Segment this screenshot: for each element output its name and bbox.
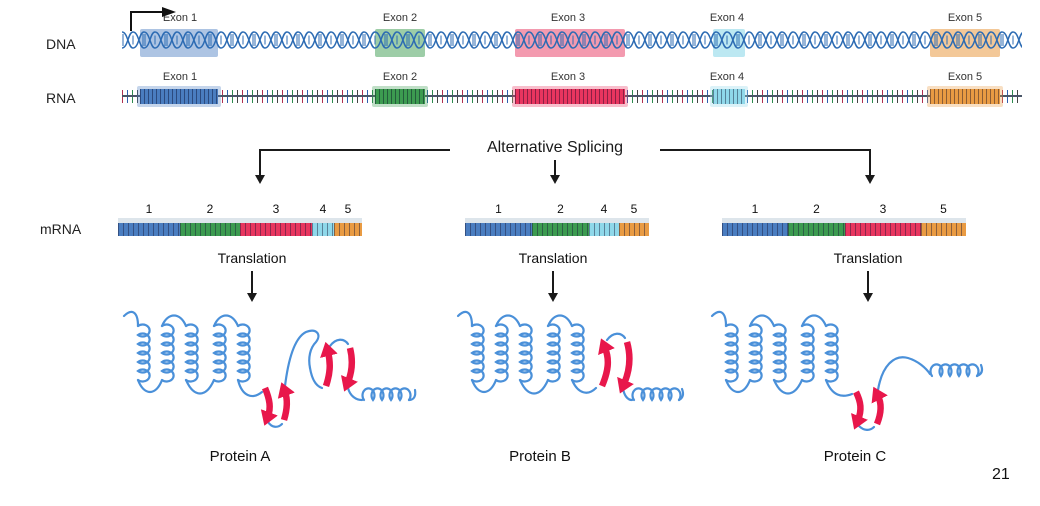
rna-exon-3-label: Exon 3 bbox=[550, 71, 586, 83]
mrna-a: 1 2 3 4 5 bbox=[118, 202, 362, 236]
rna-exon-4-block bbox=[713, 89, 745, 104]
transcription-start-arrow-icon bbox=[130, 7, 176, 31]
protein-a-structure bbox=[122, 310, 417, 428]
mrna-a-exon-1-number: 1 bbox=[145, 202, 153, 216]
protein-c-label: Protein C bbox=[823, 448, 887, 465]
translation-arrow-c-stem bbox=[867, 271, 869, 294]
translation-label-c: Translation bbox=[833, 250, 903, 266]
mrna-c-exon-3-number: 3 bbox=[879, 202, 887, 216]
protein-b-chain bbox=[456, 310, 685, 402]
mrna-c-exon-5: 5 bbox=[921, 202, 966, 236]
mrna-b-exon-5-number: 5 bbox=[630, 202, 638, 216]
dna-exon-1-label: Exon 1 bbox=[162, 12, 198, 24]
mrna-b-exon-5: 5 bbox=[619, 202, 649, 236]
translation-arrow-b-head-icon bbox=[548, 293, 558, 302]
mrna-a-exon-4: 4 bbox=[312, 202, 334, 236]
mrna-b-strip: 1 2 4 5 bbox=[465, 202, 649, 236]
rna-exon-1-label: Exon 1 bbox=[162, 71, 198, 83]
mrna-b-exon-1: 1 bbox=[465, 202, 532, 236]
mrna-a-exon-1: 1 bbox=[118, 202, 180, 236]
dna-helix bbox=[122, 29, 1022, 57]
rna-exon-3-block bbox=[515, 89, 625, 104]
mrna-c-exon-1: 1 bbox=[722, 202, 788, 236]
mrna-c-exon-2-number: 2 bbox=[813, 202, 820, 216]
protein-a-label: Protein A bbox=[209, 448, 271, 465]
protein-a-beta-arrows bbox=[260, 341, 358, 426]
protein-c-chain bbox=[710, 310, 984, 431]
dna-exon-4-label: Exon 4 bbox=[709, 12, 745, 24]
mrna-b-exon-4-number: 4 bbox=[600, 202, 608, 216]
mrna-a-exon-5-number: 5 bbox=[344, 202, 352, 216]
mrna-b-exon-1-number: 1 bbox=[495, 202, 502, 216]
splicing-bracket-line-right bbox=[654, 149, 871, 151]
rna-exon-4-label: Exon 4 bbox=[709, 71, 745, 83]
mrna-c-exon-3: 3 bbox=[845, 202, 921, 236]
rna-exon-1-block bbox=[140, 89, 218, 104]
splicing-arrow-right-head-icon bbox=[865, 175, 875, 184]
mrna-a-exon-3-number: 3 bbox=[272, 202, 280, 216]
translation-label-b: Translation bbox=[518, 250, 588, 266]
mrna-a-exon-3: 3 bbox=[240, 202, 312, 236]
mrna-c-exon-1-number: 1 bbox=[751, 202, 759, 216]
dna-exon-5-label: Exon 5 bbox=[947, 12, 983, 24]
rna-exon-5-label: Exon 5 bbox=[947, 71, 983, 83]
splicing-arrow-left-head-icon bbox=[255, 175, 265, 184]
protein-b-structure bbox=[456, 310, 685, 402]
splicing-arrow-right-stem bbox=[869, 149, 871, 176]
protein-c-structure bbox=[710, 310, 984, 431]
splicing-arrow-middle-stem bbox=[554, 160, 556, 176]
mrna-row-label: mRNA bbox=[40, 221, 82, 237]
rna-exon-5-block bbox=[930, 89, 1000, 104]
pre-mrna-strand bbox=[122, 86, 1022, 107]
splicing-arrow-left-stem bbox=[259, 149, 261, 176]
protein-c-beta-arrows bbox=[850, 386, 888, 430]
translation-arrow-c-head-icon bbox=[863, 293, 873, 302]
translation-arrow-a-head-icon bbox=[247, 293, 257, 302]
alternative-splicing-title: Alternative Splicing bbox=[450, 139, 660, 157]
rna-exon-2-block bbox=[375, 89, 425, 104]
mrna-b-exon-4: 4 bbox=[589, 202, 619, 236]
dna-exon-3-label: Exon 3 bbox=[550, 12, 586, 24]
splicing-bracket-line-left bbox=[260, 149, 456, 151]
mrna-a-exon-4-number: 4 bbox=[319, 202, 327, 216]
protein-b-label: Protein B bbox=[509, 448, 571, 465]
mrna-c: 1 2 3 5 bbox=[722, 202, 966, 236]
mrna-b-exon-2-number: 2 bbox=[557, 202, 564, 216]
translation-label-a: Translation bbox=[217, 250, 287, 266]
rna-row-label: RNA bbox=[46, 90, 76, 106]
mrna-c-exon-2: 2 bbox=[788, 202, 845, 236]
translation-arrow-b-stem bbox=[552, 271, 554, 294]
translation-arrow-a-stem bbox=[251, 271, 253, 294]
mrna-a-strip: 1 2 3 4 5 bbox=[118, 202, 362, 236]
protein-b-beta-arrows bbox=[598, 338, 634, 394]
rna-exon-2-label: Exon 2 bbox=[382, 71, 418, 83]
dna-row-label: DNA bbox=[46, 36, 76, 52]
mrna-c-exon-5-number: 5 bbox=[940, 202, 947, 216]
dna-strand bbox=[122, 31, 1022, 55]
mrna-b-exon-2: 2 bbox=[532, 202, 589, 236]
splicing-arrow-middle-head-icon bbox=[550, 175, 560, 184]
dna-exon-2-label: Exon 2 bbox=[382, 12, 418, 24]
mrna-a-exon-2: 2 bbox=[180, 202, 240, 236]
mrna-a-exon-5: 5 bbox=[334, 202, 362, 236]
mrna-b: 1 2 4 5 bbox=[465, 202, 649, 236]
mrna-c-strip: 1 2 3 5 bbox=[722, 202, 966, 236]
mrna-a-exon-2-number: 2 bbox=[206, 202, 214, 216]
page-number: 21 bbox=[992, 466, 1010, 483]
